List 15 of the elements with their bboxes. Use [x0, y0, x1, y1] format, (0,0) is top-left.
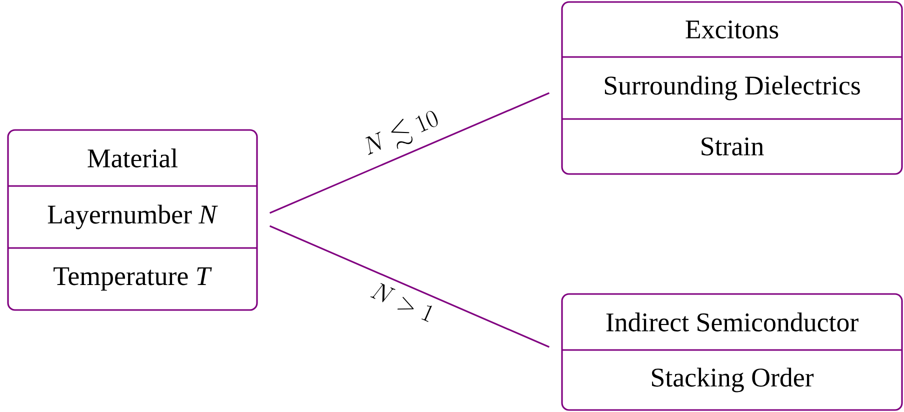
row-text: Strain	[702, 137, 764, 156]
split-box	[561, 1, 903, 175]
row-text: Temperature T	[54, 267, 212, 291]
split-box	[561, 293, 903, 411]
edge-label: $N > 1$	[370, 283, 432, 322]
row-text: Layernumber N	[48, 204, 218, 230]
row-text: Excitons	[686, 20, 778, 39]
row-text: Surrounding Dielectrics	[604, 76, 860, 100]
row-text: Material	[88, 148, 178, 168]
connector-line	[269, 92, 550, 214]
edge-label: $N \lesssim 10$	[366, 111, 438, 155]
row-text: Indirect Semiconductor	[606, 312, 858, 332]
split-box	[7, 129, 258, 311]
row-text: Stacking Order	[652, 368, 814, 392]
connector-line	[269, 225, 550, 348]
